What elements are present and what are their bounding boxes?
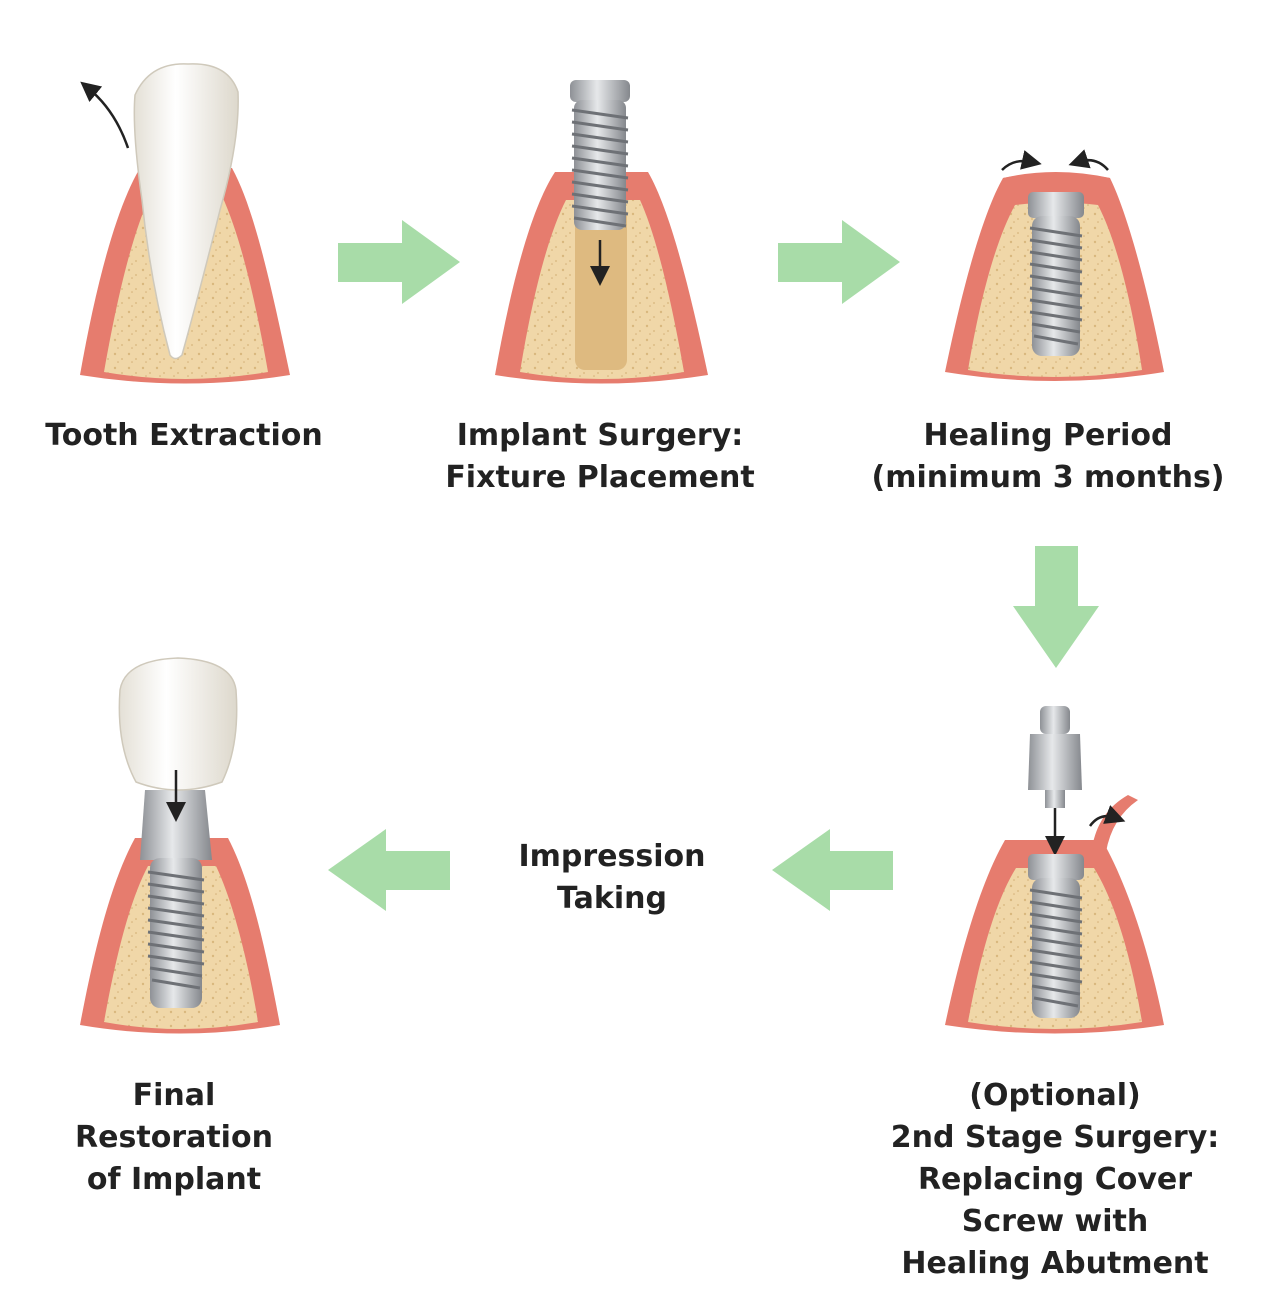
flow-arrow-down — [1013, 546, 1099, 668]
gum-closing-arrow-right — [1068, 149, 1109, 171]
label-implant-surgery: Implant Surgery: Fixture Placement — [445, 418, 755, 495]
label-impression: Impression Taking — [518, 839, 706, 916]
final-implant — [140, 790, 212, 1008]
label-final-restoration: Final Restoration of Implant — [75, 1078, 273, 1197]
implant-fixture — [570, 80, 630, 230]
gum-closing-arrow-left — [1001, 150, 1042, 171]
healing-period-illustration — [945, 149, 1164, 381]
flow-arrow-right-1 — [338, 220, 460, 304]
label-healing-period: Healing Period (minimum 3 months) — [871, 418, 1225, 495]
flap-open-arrow — [1088, 805, 1126, 827]
healing-implant — [1028, 192, 1084, 356]
extracted-tooth — [133, 63, 239, 360]
label-second-stage: (Optional) 2nd Stage Surgery: Replacing … — [890, 1078, 1220, 1281]
flow-arrow-left-2 — [328, 829, 450, 911]
healing-abutment — [1028, 706, 1082, 808]
implant-surgery-illustration — [495, 80, 708, 384]
flow-arrow-right-2 — [778, 220, 900, 304]
extraction-arrow — [80, 81, 130, 149]
final-restoration-illustration — [80, 657, 280, 1034]
label-tooth-extraction: Tooth Extraction — [45, 418, 323, 453]
second-stage-implant — [1028, 854, 1084, 1018]
flow-arrow-left-1 — [772, 829, 893, 911]
second-stage-illustration — [945, 706, 1164, 1034]
gum-cover — [1003, 172, 1110, 190]
drilled-socket — [575, 205, 627, 370]
tooth-extraction-illustration — [80, 63, 290, 384]
gum-flap — [1092, 795, 1138, 852]
crown — [118, 657, 238, 791]
